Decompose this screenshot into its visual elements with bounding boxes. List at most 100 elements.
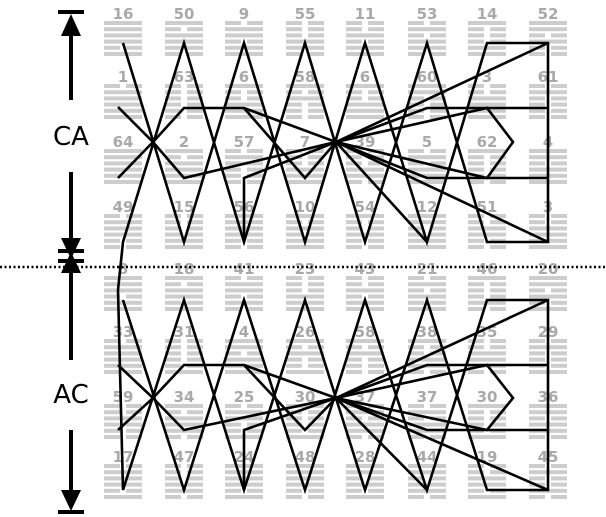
hexagram-number: 8 [118, 260, 128, 278]
hexagram-number: 37 [417, 388, 438, 406]
hexagram-number: 23 [295, 260, 316, 278]
hexagram-number: 11 [355, 5, 376, 23]
hexagram-number: 58 [295, 68, 316, 86]
ac-range-arrow [58, 249, 84, 514]
hexagram-number: 47 [174, 448, 195, 466]
connection-path [335, 397, 428, 491]
hexagram-number: 34 [174, 388, 195, 406]
hexagram-glyph [408, 276, 446, 311]
hexagram-glyph [286, 464, 324, 499]
hexagram-glyph [346, 276, 384, 311]
hexagram-glyph [104, 276, 142, 311]
hexagram-number: 63 [174, 68, 195, 86]
connection-path [335, 396, 548, 432]
hexagram-number: 50 [174, 5, 195, 23]
hexagram-number: 25 [234, 388, 255, 406]
hexagram-glyph [468, 84, 506, 119]
connection-path [335, 41, 549, 144]
hexagram-glyph [286, 84, 324, 119]
hexagram-number: 2 [179, 133, 189, 151]
connection-path-layer [116, 38, 550, 495]
hexagram-glyph [286, 276, 324, 311]
hexagram-number: 44 [417, 448, 438, 466]
hexagram-number: 15 [174, 198, 195, 216]
hexagram-number: 7 [300, 133, 310, 151]
hexagram-glyph [468, 21, 506, 56]
connection-path [335, 140, 548, 180]
hexagram-number: 3 [482, 68, 492, 86]
hexagram-glyph [225, 84, 263, 119]
hexagram-glyph [104, 149, 142, 184]
hexagram-number: 5 [422, 133, 432, 151]
hexagram-glyph [408, 149, 446, 184]
hexagram-number: 20 [538, 260, 559, 278]
hexagram-glyph [104, 404, 142, 439]
hexagram-glyph [346, 21, 384, 56]
section-label-ca: CA [53, 122, 89, 152]
connection-path [335, 363, 515, 432]
connection-path [335, 396, 549, 492]
hexagram-number: 57 [234, 133, 255, 151]
hexagram-number: 59 [113, 388, 134, 406]
connection-path [335, 106, 515, 180]
hexagram-glyph [346, 339, 384, 374]
hexagram-number: 26 [295, 323, 316, 341]
hexagram-number: 60 [417, 68, 438, 86]
hexagram-number: 41 [234, 260, 255, 278]
hexagram-glyph [165, 149, 203, 184]
hexagram-glyph [408, 21, 446, 56]
hexagram-glyph [165, 21, 203, 56]
hexagram-number: 14 [477, 5, 498, 23]
hexagram-number: 16 [113, 5, 134, 23]
hexagram-number: 30 [477, 388, 498, 406]
connection-path [335, 298, 549, 400]
hexagram-number: 21 [417, 260, 438, 278]
hexagram-number: 18 [174, 260, 195, 278]
hexagram-glyph [346, 464, 384, 499]
hexagram-number: 1 [118, 68, 128, 86]
hexagram-number: 10 [295, 198, 316, 216]
hexagram-number: 9 [239, 5, 249, 23]
hexagram-glyph [225, 276, 263, 311]
hexagram-glyph [468, 276, 506, 311]
hexagram-glyph [346, 84, 384, 119]
connection-path [117, 107, 340, 180]
hexagram-number: 6 [360, 68, 370, 86]
hexagram-number: 38 [417, 323, 438, 341]
hexagram-number: 55 [295, 5, 316, 23]
hexagram-glyph [286, 21, 324, 56]
hexagram-number: 31 [174, 323, 195, 341]
hexagram-glyph [165, 84, 203, 119]
hexagram-number: 49 [113, 198, 134, 216]
hexagram-number: 48 [295, 448, 316, 466]
hexagram-number: 64 [113, 133, 134, 151]
hexagram-number: 12 [417, 198, 438, 216]
hexagram-glyph [165, 404, 203, 439]
hexagram-number: 35 [477, 323, 498, 341]
hexagram-glyph [346, 214, 384, 249]
section-label-ac: AC [53, 380, 88, 410]
connection-path [117, 364, 340, 432]
hexagram-number: 52 [538, 5, 559, 23]
connection-path [335, 140, 549, 244]
hexagram-glyph [165, 276, 203, 311]
hexagram-number: 43 [355, 260, 376, 278]
connection-path [335, 141, 428, 243]
hexagram-number: 30 [295, 388, 316, 406]
connection-path [335, 106, 548, 144]
hexagram-number: 4 [239, 323, 249, 341]
hexagram-number: 46 [477, 260, 498, 278]
connection-path [335, 363, 548, 400]
hexagram-number: 53 [417, 5, 438, 23]
hexagram-number: 58 [355, 323, 376, 341]
hexagram-glyph [286, 339, 324, 374]
hexagram-number: 62 [477, 133, 498, 151]
hexagram-glyph [225, 21, 263, 56]
hexagram-glyph [408, 404, 446, 439]
hexagram-glyph [468, 404, 506, 439]
hexagram-number: 28 [355, 448, 376, 466]
hexagram-number: 6 [239, 68, 249, 86]
hexagram-number: 54 [355, 198, 376, 216]
